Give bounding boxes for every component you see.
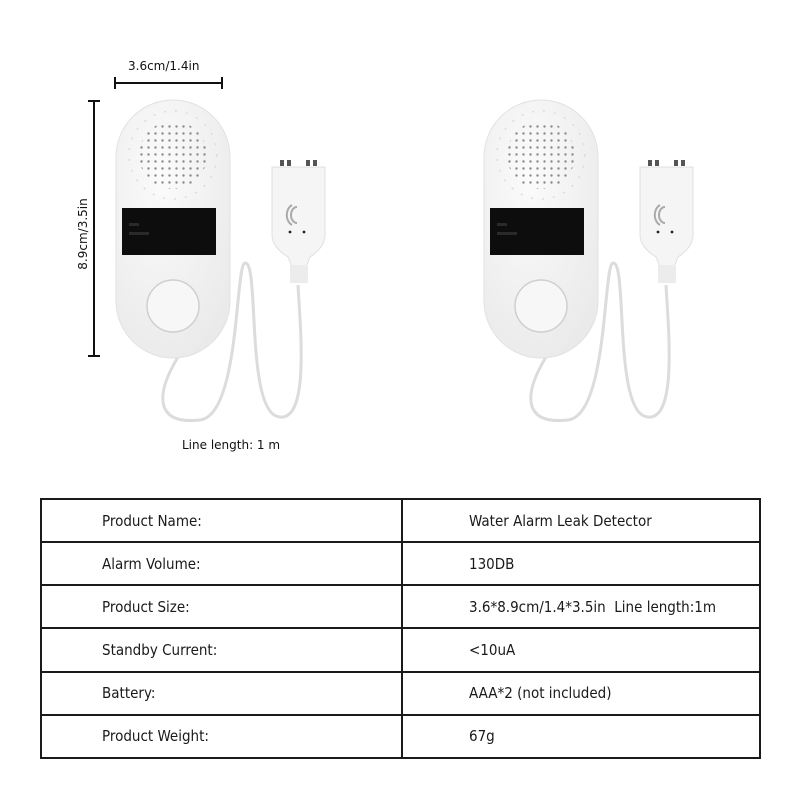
spec-label: Standby Current: [40,627,403,673]
spec-label: Product Name: [40,497,403,544]
width-dimension-cap-left [114,77,116,89]
spec-value: AAA*2 (not included) [401,670,761,716]
width-dimension-label: 3.6cm/1.4in [128,59,200,73]
table-row: Alarm Volume: 130DB [40,541,761,587]
spec-value: 67g [401,713,761,760]
table-row: Battery: AAA*2 (not included) [40,670,761,716]
spec-value: Water Alarm Leak Detector [401,497,761,544]
height-dimension-cap-top [88,100,100,102]
height-dimension-label: 8.9cm/3.5in [76,198,90,270]
spec-label: Alarm Volume: [40,541,403,587]
spec-value: 130DB [401,541,761,587]
spec-value: <10uA [401,627,761,673]
width-dimension-cap-right [221,77,223,89]
spec-label: Battery: [40,670,403,716]
table-row: Product Name: Water Alarm Leak Detector [40,497,761,544]
water-alarm-device-icon [115,99,326,423]
table-row: Standby Current: <10uA [40,627,761,673]
table-row: Product Size: 3.6*8.9cm/1.4*3.5in Line l… [40,584,761,630]
product-image-1 [110,95,370,435]
product-image-2 [478,95,738,435]
spec-value: 3.6*8.9cm/1.4*3.5in Line length:1m [401,584,761,630]
width-dimension-line [115,82,222,84]
water-alarm-device-icon [483,99,694,423]
line-length-label: Line length: 1 m [182,438,281,452]
table-row: Product Weight: 67g [40,713,761,760]
spec-label: Product Weight: [40,713,403,760]
height-dimension-line [93,100,95,356]
specs-table: Product Name: Water Alarm Leak Detector … [40,497,761,760]
spec-label: Product Size: [40,584,403,630]
height-dimension-cap-bottom [88,355,100,357]
